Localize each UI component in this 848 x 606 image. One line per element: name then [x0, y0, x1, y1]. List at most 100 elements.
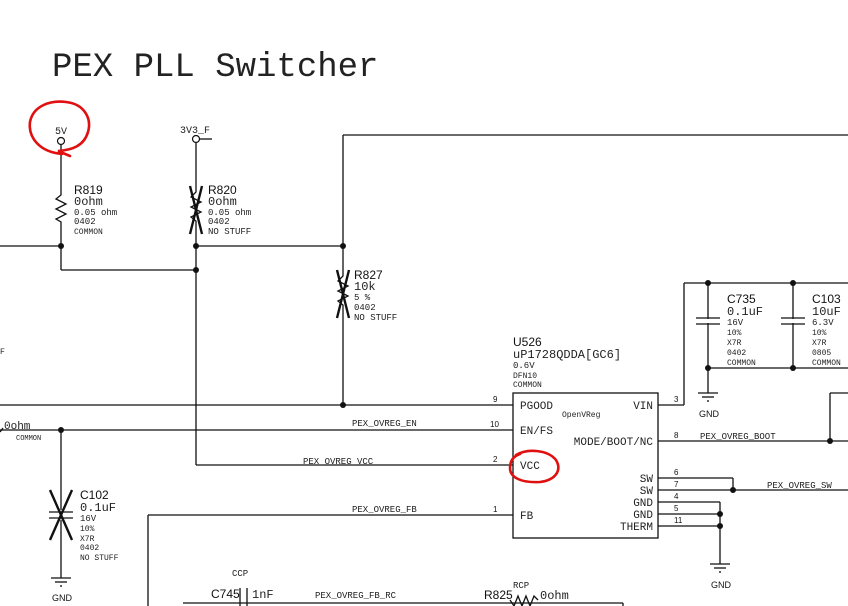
- resistor-icon: [509, 594, 539, 606]
- svg-text:5V: 5V: [55, 127, 67, 138]
- svg-text:VCC: VCC: [520, 461, 540, 473]
- net-label-sw: PEX_OVREG_SW: [767, 481, 832, 491]
- svg-text:COMMON: COMMON: [74, 228, 103, 237]
- svg-text:R819: R819: [74, 183, 103, 197]
- svg-text:11: 11: [674, 516, 683, 525]
- junction: [340, 243, 346, 249]
- svg-text:X7R: X7R: [812, 339, 827, 348]
- ic-body: [512, 392, 659, 539]
- svg-text:DFN10: DFN10: [513, 372, 537, 381]
- junction: [193, 267, 199, 273]
- svg-text:6.3V: 6.3V: [812, 318, 834, 328]
- svg-text:10: 10: [490, 420, 499, 429]
- net-label-fb: PEX_OVREG_FB: [352, 505, 417, 515]
- svg-text:THERM: THERM: [620, 522, 653, 534]
- svg-text:0.1uF: 0.1uF: [727, 305, 763, 319]
- svg-text:3: 3: [674, 395, 679, 404]
- capacitor-c745[interactable]: CCP C745 1nF: [211, 569, 274, 606]
- svg-text:R825: R825: [484, 588, 513, 602]
- junction: [58, 427, 64, 433]
- power-port-3v3: 3V3_F: [180, 126, 212, 144]
- svg-text:GND: GND: [52, 593, 73, 603]
- svg-text:X7R: X7R: [80, 535, 95, 544]
- svg-text:NO STUFF: NO STUFF: [80, 554, 119, 563]
- svg-text:R820: R820: [208, 183, 237, 197]
- ic-vendor-label: OpenVReg: [562, 411, 601, 420]
- svg-text:0ohm: 0ohm: [74, 195, 103, 209]
- svg-text:4: 4: [674, 492, 679, 501]
- net-label-boot: PEX_OVREG_BOOT: [700, 432, 776, 442]
- junction: [193, 243, 199, 249]
- svg-text:NO STUFF: NO STUFF: [208, 227, 251, 237]
- junction: [340, 402, 346, 408]
- svg-text:U526: U526: [513, 335, 542, 349]
- svg-text:0402: 0402: [727, 349, 746, 358]
- svg-text:0402: 0402: [74, 217, 96, 227]
- svg-text:0805: 0805: [812, 349, 831, 358]
- capacitor-c103[interactable]: C103 10uF 6.3V 10% X7R 0805 COMMON: [781, 292, 841, 368]
- svg-text:2: 2: [493, 455, 498, 464]
- svg-text:10k: 10k: [354, 280, 376, 294]
- svg-text:NO STUFF: NO STUFF: [354, 313, 397, 323]
- resistor-r820[interactable]: R820 0ohm 0.05 ohm 0402 NO STUFF: [188, 183, 251, 237]
- svg-text:CCP: CCP: [232, 569, 248, 579]
- svg-text:EN/FS: EN/FS: [520, 426, 553, 438]
- svg-text:9: 9: [493, 395, 498, 404]
- svg-text:COMMON: COMMON: [513, 381, 542, 390]
- net-label-en: PEX_OVREG_EN: [352, 419, 417, 429]
- svg-text:10%: 10%: [727, 329, 742, 338]
- svg-text:COMMON: COMMON: [16, 435, 41, 443]
- svg-text:0.6V: 0.6V: [513, 361, 535, 371]
- ic-u526[interactable]: U526 uP1728QDDA[GC6] 0.6V DFN10 COMMON O…: [490, 335, 683, 539]
- resistor-r819[interactable]: R819 0ohm 0.05 ohm 0402 COMMON: [54, 183, 117, 237]
- junction: [705, 365, 711, 371]
- svg-text:0.05 ohm: 0.05 ohm: [74, 208, 117, 218]
- svg-text:0402: 0402: [80, 544, 99, 553]
- svg-text:0ohm: 0ohm: [4, 421, 31, 433]
- svg-text:C735: C735: [727, 292, 756, 306]
- junction: [790, 280, 796, 286]
- svg-text:1nF: 1nF: [252, 588, 274, 602]
- junction: [717, 523, 723, 529]
- svg-text:GND: GND: [711, 580, 732, 590]
- svg-text:SW: SW: [640, 474, 654, 486]
- svg-text:GND: GND: [633, 510, 653, 522]
- junction: [705, 280, 711, 286]
- svg-text:16V: 16V: [80, 514, 97, 524]
- svg-text:3V3_F: 3V3_F: [180, 126, 210, 137]
- capacitor-c102[interactable]: C102 0.1uF 16V 10% X7R 0402 NO STUFF: [48, 488, 119, 563]
- annotation-circle-5v: [28, 100, 91, 158]
- svg-text:7: 7: [674, 480, 679, 489]
- svg-text:6: 6: [674, 468, 679, 477]
- svg-text:RCP: RCP: [513, 581, 529, 591]
- junction: [827, 438, 833, 444]
- capacitor-c735[interactable]: C735 0.1uF 16V 10% X7R 0402 COMMON: [696, 292, 763, 368]
- svg-text:5 %: 5 %: [354, 293, 371, 303]
- svg-text:0.05 ohm: 0.05 ohm: [208, 208, 251, 218]
- net-label-vcc: PEX_OVREG_VCC: [303, 457, 374, 467]
- svg-text:R827: R827: [354, 268, 383, 282]
- net-label-fb-rc: PEX_OVREG_FB_RC: [315, 591, 397, 601]
- resistor-r827[interactable]: R827 10k 5 % 0402 NO STUFF: [335, 268, 397, 323]
- svg-text:X7R: X7R: [727, 339, 742, 348]
- svg-text:C102: C102: [80, 488, 109, 502]
- annotation-circle-vcc: [508, 449, 560, 484]
- svg-text:0ohm: 0ohm: [208, 195, 237, 209]
- junction: [58, 243, 64, 249]
- svg-text:PGOOD: PGOOD: [520, 401, 553, 413]
- svg-text:uP1728QDDA[GC6]: uP1728QDDA[GC6]: [513, 348, 621, 362]
- svg-text:C745: C745: [211, 587, 240, 601]
- svg-text:C103: C103: [812, 292, 841, 306]
- svg-text:10uF: 10uF: [812, 305, 841, 319]
- svg-text:SW: SW: [640, 486, 654, 498]
- svg-text:FB: FB: [520, 511, 534, 523]
- svg-text:0ohm: 0ohm: [540, 589, 569, 603]
- resistor-left-partial: F 0ohm COMMON: [0, 348, 41, 443]
- resistor-r825[interactable]: RCP R825 0ohm: [484, 581, 569, 606]
- svg-text:COMMON: COMMON: [727, 359, 756, 368]
- svg-text:0402: 0402: [354, 303, 376, 313]
- ground-icon: GND: [698, 392, 720, 419]
- resistor-icon: [54, 190, 68, 225]
- svg-text:F: F: [0, 348, 5, 357]
